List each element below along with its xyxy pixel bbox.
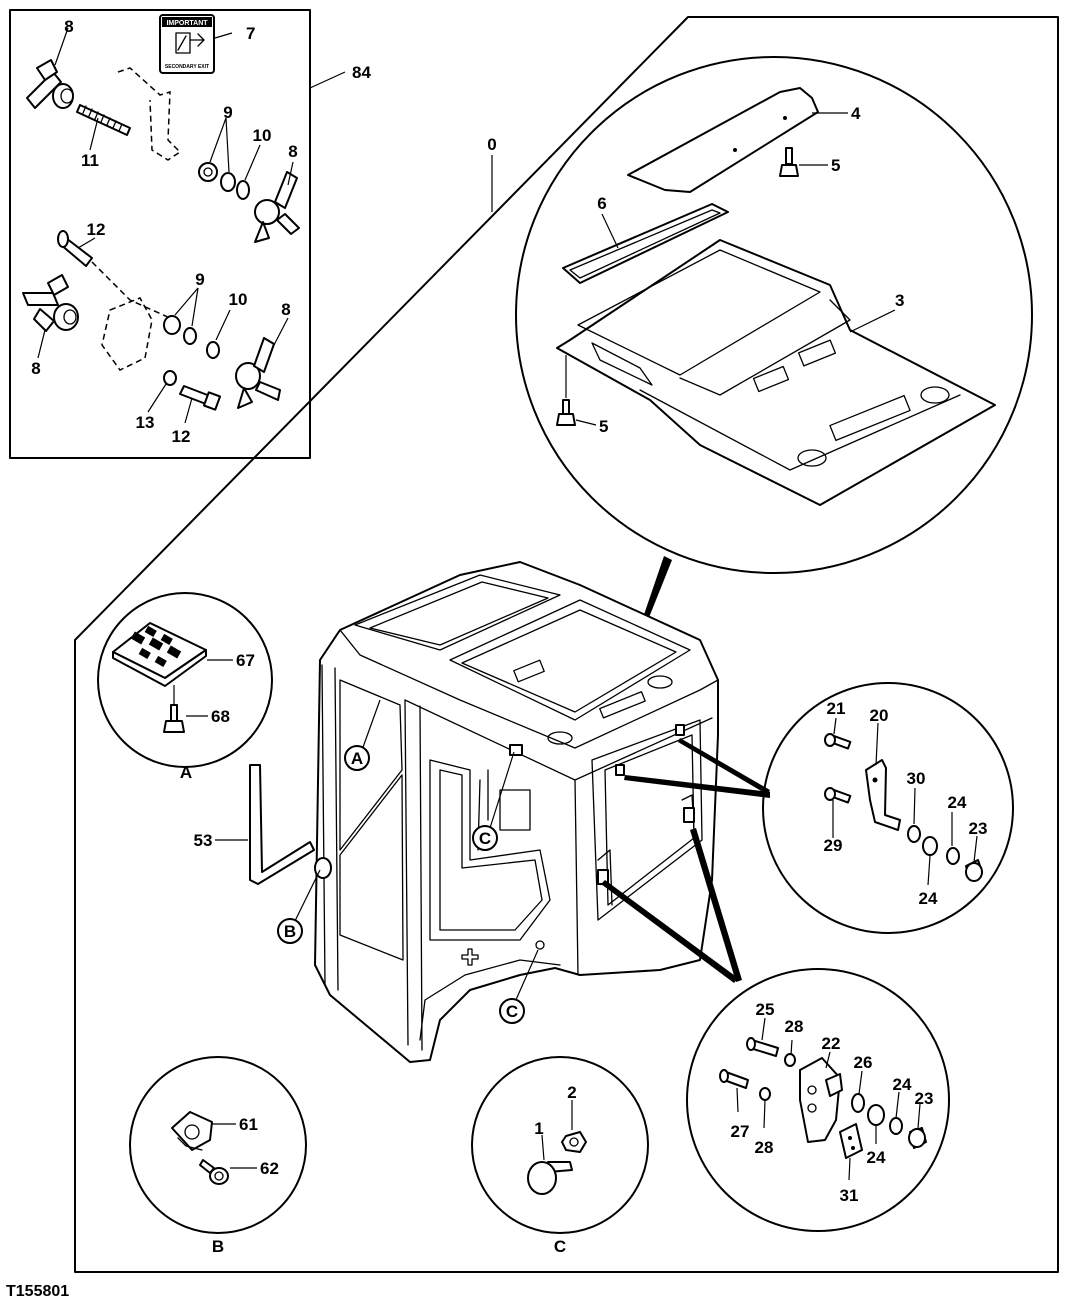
pointer-bracket-detail-1: [678, 738, 770, 795]
threaded-rod: [76, 104, 131, 136]
callout-62: 62: [260, 1159, 279, 1178]
callout-24: 24: [867, 1148, 886, 1167]
callout-28: 28: [755, 1138, 774, 1157]
handle-knob: [22, 274, 79, 332]
bolt: [556, 399, 576, 426]
figure-id-label: T155801: [6, 1283, 69, 1300]
detail-a-title: A: [180, 763, 192, 782]
bracket-assembly: [824, 733, 983, 882]
detail-circle-bracket: [762, 682, 1014, 934]
callout-24: 24: [893, 1075, 912, 1094]
callout-29: 29: [824, 836, 843, 855]
callout-9: 9: [195, 270, 204, 289]
ref-bubble-c-lower: C: [499, 949, 539, 1024]
pin: [527, 1161, 573, 1195]
callout-22: 22: [822, 1034, 841, 1053]
bolt: [779, 147, 799, 177]
inset-kit-84: IMPORTANT SECONDARY EXIT: [22, 14, 300, 446]
detail-circle-b: [129, 1056, 307, 1234]
callout-30: 30: [907, 769, 926, 788]
detail-circle-c: [471, 1056, 649, 1234]
detail-circle-roof: [515, 56, 1033, 574]
hinge-assembly: [719, 1037, 927, 1159]
svg-text:A: A: [351, 749, 363, 768]
callout-31: 31: [840, 1186, 859, 1205]
callout-8: 8: [288, 142, 297, 161]
callout-9: 9: [223, 103, 232, 122]
svg-text:C: C: [506, 1002, 518, 1021]
decal-bottom-text: SECONDARY EXIT: [165, 64, 209, 70]
callout-4: 4: [851, 104, 861, 123]
callout-26: 26: [854, 1053, 873, 1072]
callout-3: 3: [895, 291, 904, 310]
nut: [561, 1131, 587, 1153]
callout-53: 53: [194, 831, 213, 850]
switch-panel: [112, 622, 207, 687]
callout-28: 28: [785, 1017, 804, 1036]
clamp: [171, 1111, 213, 1151]
detail-circle-hinge: [686, 968, 950, 1232]
callout-27: 27: [731, 1122, 750, 1141]
svg-text:B: B: [284, 922, 296, 941]
grab-bar: [249, 764, 315, 885]
pointer-bracket-detail-2: [624, 775, 770, 798]
pointer-hinge-detail-1: [690, 828, 742, 982]
callout-8: 8: [281, 300, 290, 319]
svg-text:C: C: [479, 829, 491, 848]
detail-c-title: C: [554, 1237, 566, 1256]
callout-5: 5: [831, 156, 840, 175]
callout-7: 7: [246, 24, 255, 43]
callout-24: 24: [948, 793, 967, 812]
callout-0: 0: [487, 135, 496, 154]
callout-68: 68: [211, 707, 230, 726]
ref-bubble-a: A: [344, 699, 381, 771]
callout-21: 21: [827, 699, 846, 718]
callout-2: 2: [567, 1083, 576, 1102]
callout-10: 10: [253, 126, 272, 145]
callout-12: 12: [87, 220, 106, 239]
callout-67: 67: [236, 651, 255, 670]
callout-8: 8: [31, 359, 40, 378]
callout-24: 24: [919, 889, 938, 908]
pointer-hinge-detail-2: [601, 880, 738, 983]
callout-23: 23: [915, 1089, 934, 1108]
callout-61: 61: [239, 1115, 258, 1134]
handle-knob: [26, 59, 74, 109]
callout-20: 20: [870, 706, 889, 725]
detail-circle-a: [97, 592, 273, 768]
decal-secondary-exit: IMPORTANT SECONDARY EXIT: [159, 14, 215, 74]
handle-knob: [235, 337, 281, 409]
callout-10: 10: [229, 290, 248, 309]
callout-84: 84: [352, 63, 371, 82]
callout-12: 12: [172, 427, 191, 446]
callout-13: 13: [136, 413, 155, 432]
detail-b-title: B: [212, 1237, 224, 1256]
handle-knob: [254, 171, 300, 243]
screw: [199, 1159, 229, 1185]
roof-panel-assembly: 4 5 6 3 5: [556, 87, 996, 506]
callout-25: 25: [756, 1000, 775, 1019]
decal-top-text: IMPORTANT: [166, 20, 208, 27]
bolt: [163, 704, 185, 733]
operator-cab: 53: [194, 561, 719, 1063]
main-outline-frame: [74, 16, 1059, 1273]
callout-8: 8: [64, 17, 73, 36]
callout-5: 5: [599, 417, 608, 436]
callout-23: 23: [969, 819, 988, 838]
inset-kit-84-frame: [9, 9, 311, 459]
callout-1: 1: [534, 1119, 543, 1138]
ref-bubble-c-upper: C: [472, 751, 515, 851]
ref-bubble-b: B: [277, 869, 321, 944]
callout-6: 6: [597, 194, 606, 213]
leader-84: [309, 71, 346, 89]
callout-11: 11: [81, 151, 99, 170]
